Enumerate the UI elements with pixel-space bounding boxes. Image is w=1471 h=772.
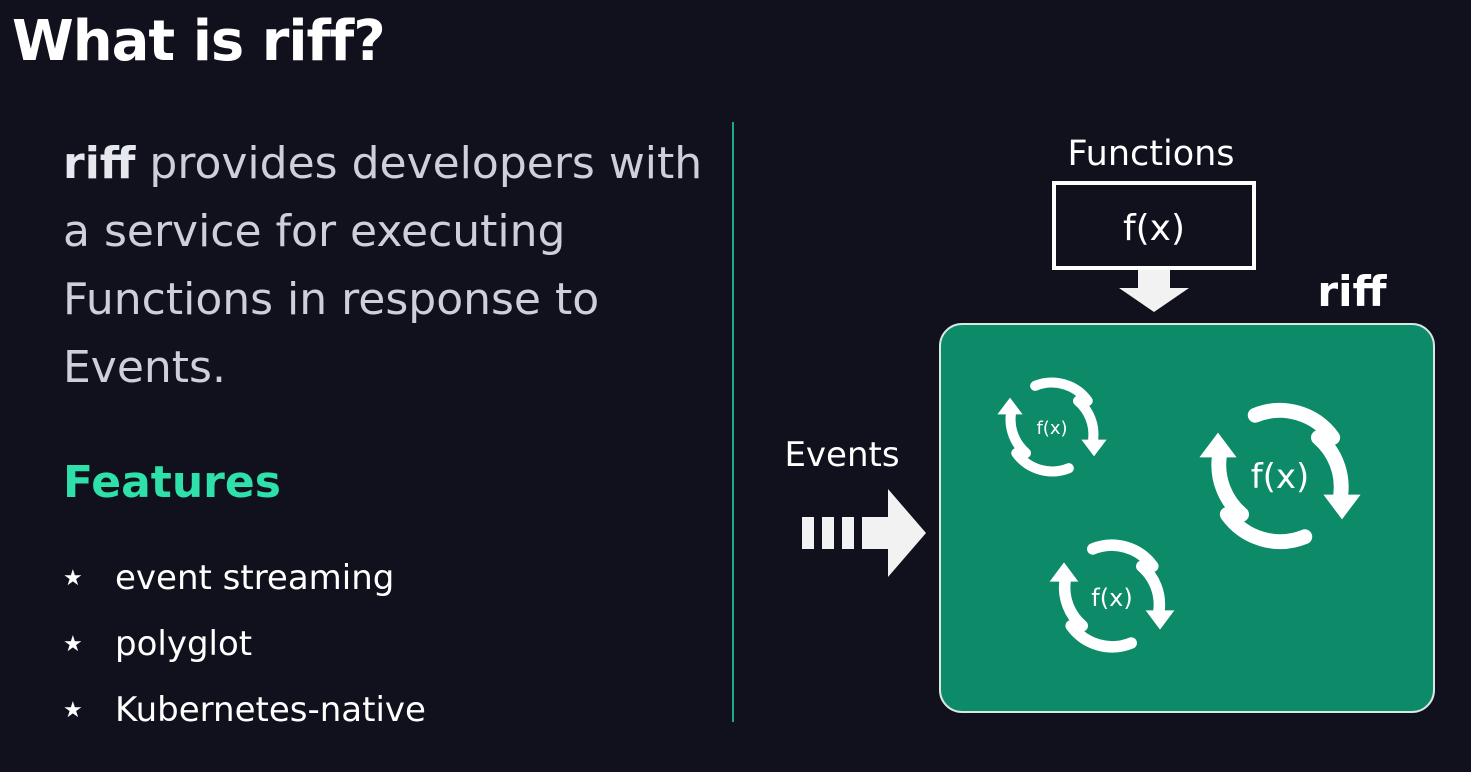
function-box-label: f(x) [1123,208,1185,249]
description: riff provides developers with a service … [63,130,703,402]
description-text: provides developers with a service for e… [63,138,703,393]
feature-label: polyglot [115,624,253,664]
features-heading: Features [63,457,281,508]
platform-label: riff [1317,267,1387,316]
function-cycle-icon: f(x) [1050,545,1175,647]
feature-item: ★ event streaming [63,545,426,611]
column-divider [732,122,734,722]
riff-platform-box [939,323,1435,713]
function-box [1052,181,1256,270]
function-cycle-icon: f(x) [1199,410,1360,541]
function-cycle-label: f(x) [1036,418,1067,439]
function-cycle-icon: f(x) [997,383,1106,472]
feature-label: event streaming [115,558,395,598]
star-icon: ★ [63,565,83,591]
feature-list: ★ event streaming ★ polyglot ★ Kubernete… [63,545,426,743]
events-arrow-icon [802,489,926,577]
description-bold-term: riff [63,138,136,189]
feature-item: ★ polyglot [63,611,426,677]
functions-label: Functions [1067,134,1234,174]
star-icon: ★ [63,631,83,657]
function-cycle-label: f(x) [1091,584,1132,612]
slide-title: What is riff? [12,9,386,74]
star-icon: ★ [63,697,83,723]
events-label: Events [784,435,899,475]
feature-item: ★ Kubernetes-native [63,677,426,743]
feature-label: Kubernetes-native [115,690,426,730]
function-cycle-label: f(x) [1251,457,1310,497]
down-arrow-icon [1119,270,1189,312]
